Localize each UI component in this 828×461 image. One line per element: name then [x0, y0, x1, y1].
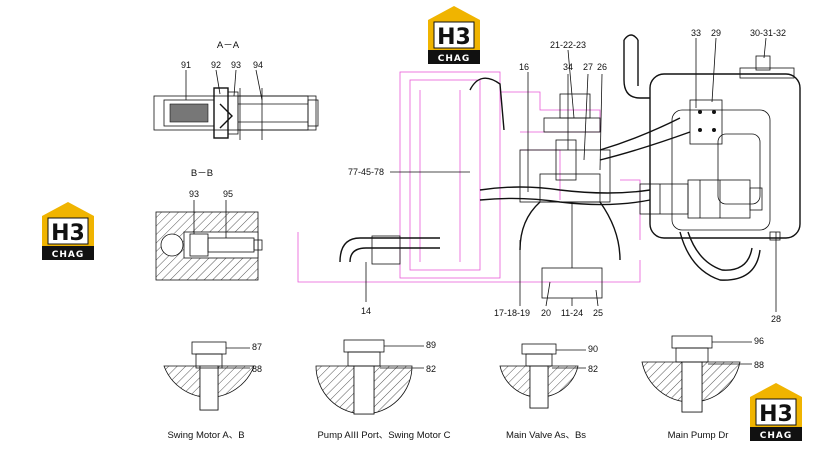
label-30-31-32: 30-31-32 [750, 28, 786, 38]
caption-pump-aiii-port: Pump AIII Port、Swing Motor C [317, 430, 450, 441]
label-20: 20 [541, 308, 551, 318]
label-14: 14 [361, 306, 371, 316]
label-93-b: 93 [189, 189, 199, 199]
label-28: 28 [771, 314, 781, 324]
label-33: 33 [691, 28, 701, 38]
section-a-a-title: A－A [217, 40, 240, 51]
caption-main-pump-dr: Main Pump Dr [668, 430, 729, 441]
detail-main-pump-dr: 96 88 Main Pump Dr [641, 335, 764, 441]
label-29: 29 [711, 28, 721, 38]
label-95: 95 [223, 189, 233, 199]
label-96: 96 [754, 336, 764, 346]
section-a-a: A－A 91 92 93 94 [153, 40, 319, 140]
detail-main-valve-as-bs: 90 82 Main Valve As、Bs [499, 343, 598, 441]
label-94: 94 [253, 60, 263, 70]
label-26: 26 [597, 62, 607, 72]
logo-mark: H3 [51, 221, 85, 246]
label-92: 92 [211, 60, 221, 70]
logo-mark: H3 [759, 402, 793, 427]
logo-name: CHAG [438, 54, 471, 64]
label-16: 16 [519, 62, 529, 72]
label-91: 91 [181, 60, 191, 70]
detail-pump-aiii-port: 89 82 Pump AIII Port、Swing Motor C [315, 339, 451, 441]
section-b-b-title: B－B [191, 168, 213, 179]
label-77-45-78: 77-45-78 [348, 167, 384, 177]
label-88-b: 88 [754, 360, 764, 370]
logo-bottom-right: H3 CHAG [750, 383, 802, 441]
label-87: 87 [252, 342, 262, 352]
section-b-b: B－B 93 95 [155, 168, 263, 281]
label-17-18-19: 17-18-19 [494, 308, 530, 318]
label-21-22-23: 21-22-23 [550, 40, 586, 50]
label-25: 25 [593, 308, 603, 318]
label-88-a: 88 [252, 364, 262, 374]
label-93-a: 93 [231, 60, 241, 70]
logo-mark: H3 [437, 25, 471, 50]
main-assembly: 21-22-23 16 34 27 26 33 29 30-31-32 77-4… [297, 28, 801, 324]
label-11-24: 11-24 [561, 308, 583, 318]
label-89: 89 [426, 340, 436, 350]
logo-name: CHAG [760, 431, 793, 441]
label-34: 34 [563, 62, 573, 72]
logo-left: H3 CHAG [42, 202, 94, 260]
label-82-a: 82 [426, 364, 436, 374]
caption-main-valve-as-bs: Main Valve As、Bs [506, 430, 586, 441]
label-90: 90 [588, 344, 598, 354]
detail-swing-motor-ab: 87 88 Swing Motor A、B [163, 341, 262, 441]
caption-swing-motor-ab: Swing Motor A、B [167, 430, 244, 441]
logo-name: CHAG [52, 250, 85, 260]
label-27: 27 [583, 62, 593, 72]
label-82-b: 82 [588, 364, 598, 374]
logo-top: H3 CHAG [428, 6, 480, 64]
